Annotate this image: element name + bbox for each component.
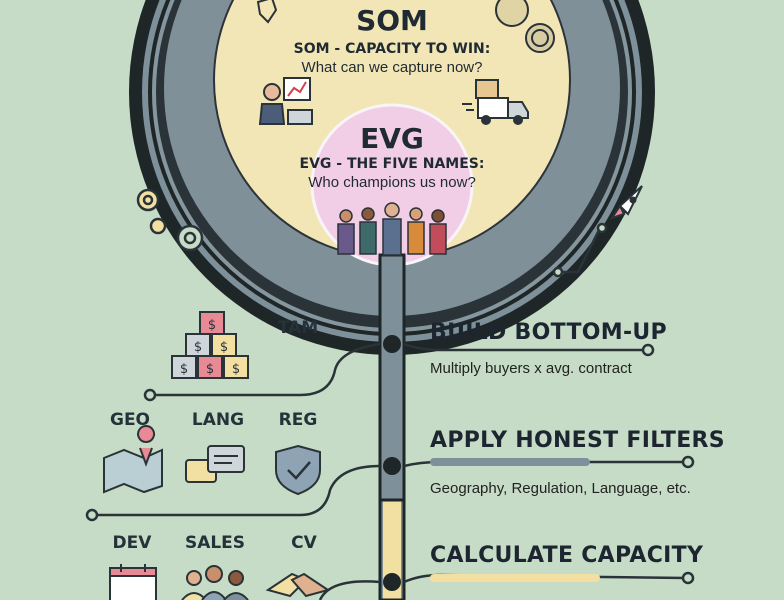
cv-label: CV [291, 533, 317, 553]
geo-label: GEO [109, 410, 151, 430]
sales-label: SALES [184, 533, 246, 553]
step-capacity-title: CALCULATE CAPACITY [430, 543, 704, 568]
step-build-description: Multiply buyers x avg. contract [430, 360, 632, 377]
svg-text:$: $ [206, 362, 214, 377]
svg-text:$: $ [194, 340, 202, 355]
step-build-title: BUILD BOTTOM-UP [430, 320, 667, 345]
handshake-icon [265, 572, 331, 598]
presenter-chart-icon [258, 77, 313, 125]
som-question: What can we capture now? [301, 59, 483, 76]
map-pin-icon [103, 425, 163, 494]
lang-label: LANG [191, 410, 245, 430]
shield-check-icon [275, 444, 321, 496]
calendar-icon [109, 564, 157, 600]
svg-text:$: $ [180, 362, 188, 377]
rocket-icon [609, 185, 643, 220]
stamp-badge-icon [495, 0, 555, 53]
svg-text:$: $ [220, 340, 228, 355]
delivery-truck-icon [462, 79, 529, 125]
evg-title: EVG [360, 122, 424, 155]
reg-label: REG [278, 410, 318, 430]
people-icon [181, 565, 249, 600]
funnel-stem [378, 253, 406, 600]
speech-bubbles-icon [185, 445, 245, 483]
svg-text:$: $ [232, 362, 240, 377]
step-filter-description: Geography, Regulation, Language, etc. [430, 480, 691, 497]
map-outline-icon [256, 0, 278, 24]
filter-bar [430, 458, 590, 466]
team-group-icon [337, 202, 447, 256]
som-subtitle: SOM - CAPACITY TO WIN: [293, 41, 491, 57]
money-blocks-icon: $ $ $ $ $ $ [171, 311, 249, 379]
capacity-bar [430, 574, 600, 582]
dev-label: DEV [112, 533, 152, 553]
evg-question: Who champions us now? [308, 174, 476, 191]
som-title: SOM [356, 4, 428, 37]
evg-subtitle: EVG - THE FIVE NAMES: [299, 156, 485, 172]
svg-text:$: $ [208, 318, 216, 333]
tam-label: TAM [277, 318, 319, 338]
step-filter-title: APPLY HONEST FILTERS [430, 428, 725, 453]
gears-icon [136, 188, 204, 252]
